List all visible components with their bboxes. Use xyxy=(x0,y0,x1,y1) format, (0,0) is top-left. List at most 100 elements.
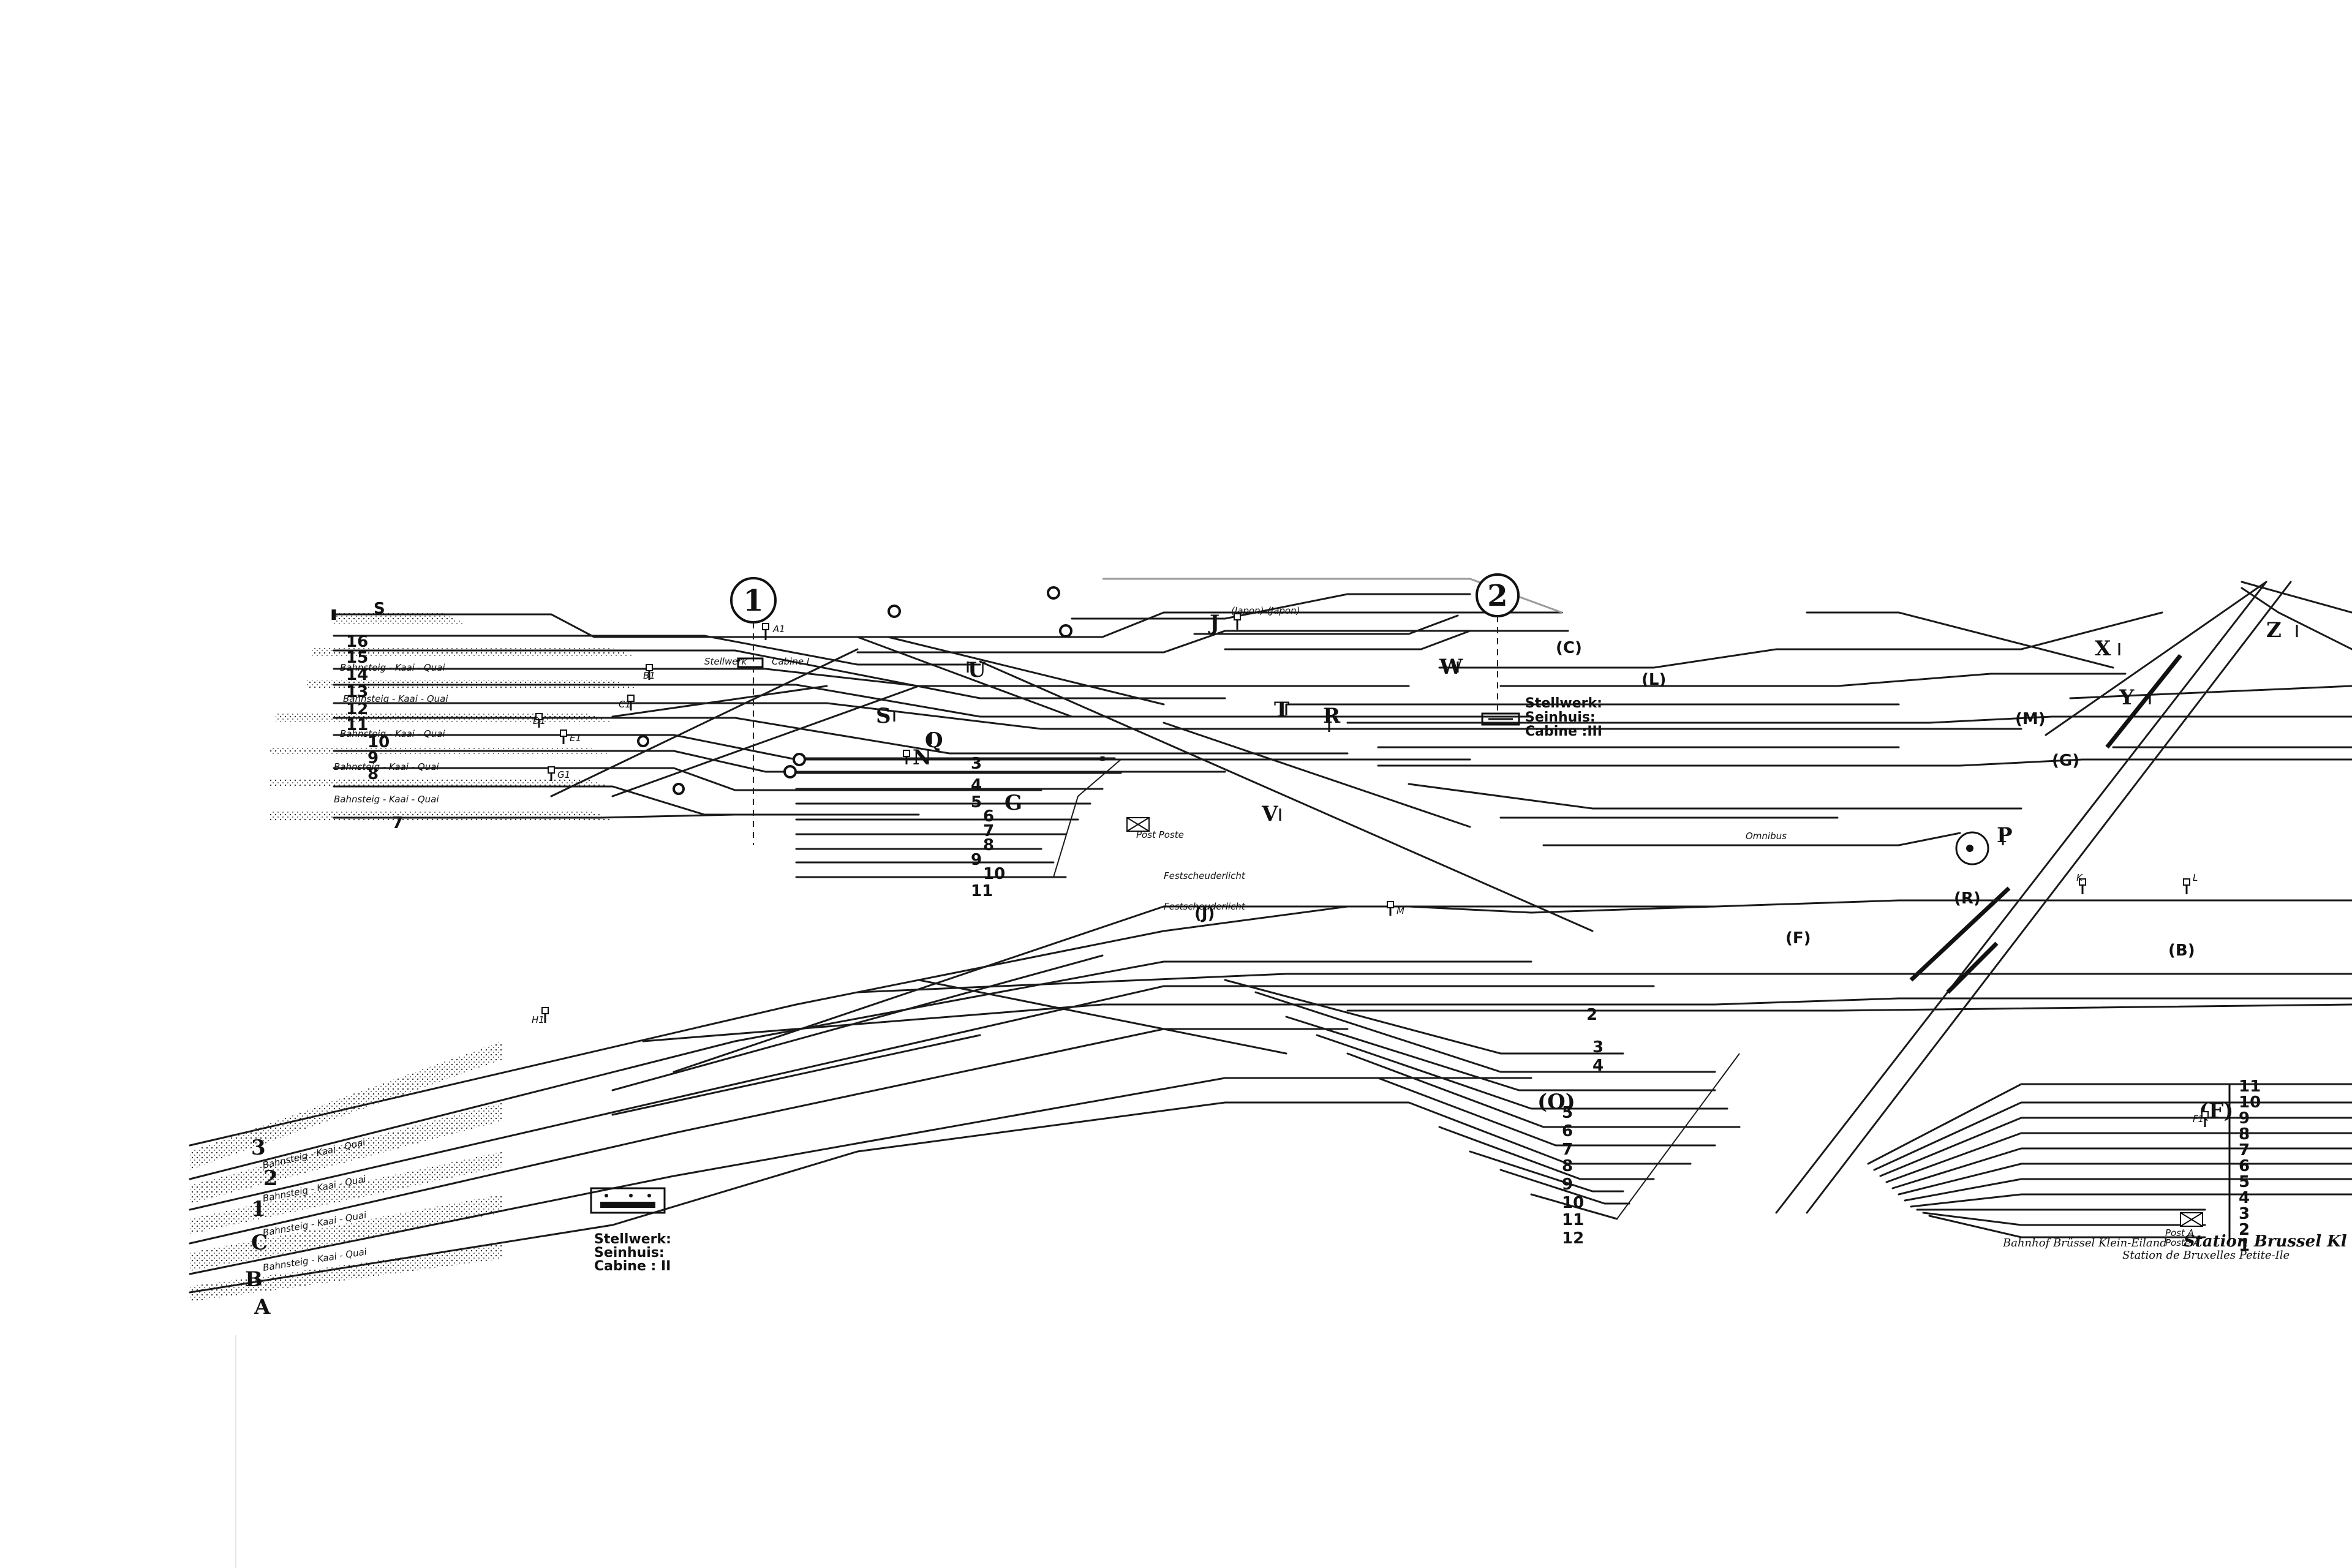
track-label-S: S xyxy=(374,600,385,618)
diag-cross-4 xyxy=(856,636,1073,718)
top-track-1 xyxy=(611,611,1563,638)
lower-yard-label-7: 7 xyxy=(1562,1140,1573,1159)
footer-right-caption: Station Brussel Kl xyxy=(2184,1232,2347,1251)
cabin-3-line-1: Stellwerk: xyxy=(1525,696,1602,711)
lower-yard-7 xyxy=(1377,1077,1716,1147)
festlicht-label: Festscheuderlicht xyxy=(1164,901,1246,912)
track-label-15: 15 xyxy=(346,649,368,667)
lower-yard-4 xyxy=(1285,1016,1716,1091)
route-letter-B: (B) xyxy=(2168,941,2195,960)
line-M xyxy=(1346,715,2352,724)
right-yard-7 xyxy=(1891,1147,2352,1189)
hub-2: 2 xyxy=(1476,573,1520,617)
turntable-label: P xyxy=(1997,823,2013,848)
yard-label-6: 6 xyxy=(983,807,994,826)
lower-label-C: C xyxy=(251,1231,268,1255)
lower-yard-label-6: 6 xyxy=(1562,1122,1573,1140)
track-10 xyxy=(333,734,1471,761)
lower-long-B xyxy=(856,973,2352,993)
track-label-10: 10 xyxy=(368,733,390,752)
upper-yard-labels: 3 4 5 6 7 8 9 10 11 xyxy=(971,755,1005,900)
lower-yard-label-3: 3 xyxy=(1593,1038,1604,1057)
svg-text:L: L xyxy=(2193,872,2198,883)
right-yard-label-3: 3 xyxy=(2239,1205,2250,1223)
signal-Q: Q xyxy=(925,728,943,753)
track-16 xyxy=(333,635,981,666)
top-track-j xyxy=(1193,614,1459,635)
point-lock xyxy=(888,605,901,618)
track-9 xyxy=(333,750,1226,773)
track-label-7: 7 xyxy=(392,814,403,832)
track-8 xyxy=(333,767,1042,791)
point-lock xyxy=(783,765,797,778)
route-letters-upper: (L) (M) (G) (C) xyxy=(1556,639,2079,770)
top-track-j2 xyxy=(1224,630,1471,650)
right-yard-label-5: 5 xyxy=(2239,1173,2250,1191)
turntable: P xyxy=(1955,823,2013,865)
right-yard-label-1: 1 xyxy=(2239,1237,2250,1255)
lower-yard-label-10: 10 xyxy=(1562,1194,1584,1212)
line-mid-4 xyxy=(1542,832,1961,846)
omnibus-label: Omnibus xyxy=(1746,831,1787,842)
platform-caption: Bahnsteig - Kaai - Quai xyxy=(334,794,439,805)
yard-fan xyxy=(1053,759,1121,878)
right-yard-label-8: 8 xyxy=(2239,1125,2250,1144)
cabin-2-line-1: Stellwerk: xyxy=(594,1232,671,1247)
diag-cross-2 xyxy=(611,685,920,797)
lower-yard-label-12: 12 xyxy=(1562,1229,1584,1248)
svg-text:V: V xyxy=(1261,802,1278,826)
svg-text:F1: F1 xyxy=(2193,1114,2204,1125)
hub-1-label: 1 xyxy=(743,584,763,618)
platform-stipple xyxy=(190,1152,502,1234)
platform-stipple xyxy=(190,1194,502,1271)
track-label-8: 8 xyxy=(368,765,379,783)
festlicht-label: Festscheuderlicht xyxy=(1164,870,1246,881)
lower-yard-label-2: 2 xyxy=(1586,1006,1597,1024)
signal-markers: A1 B1 C1 D1 E1 F1 G1 H1 J K L M N Q R S … xyxy=(532,611,2298,1127)
platform-stipple xyxy=(190,1243,502,1302)
lower-yard-fan-end xyxy=(1616,1053,1740,1219)
lower-yard-9 xyxy=(1438,1126,1655,1180)
signal-G1: G1 xyxy=(548,766,570,781)
route-letter-G: (G) xyxy=(2052,752,2079,770)
hub-1: 1 xyxy=(730,577,777,624)
right-yard-label-9: 9 xyxy=(2239,1109,2250,1128)
route-letter-J: (J) xyxy=(1194,905,1215,923)
svg-text:K: K xyxy=(2076,872,2083,883)
svg-text:Y: Y xyxy=(2119,685,2135,710)
route-letters-lower: (R) (F) (B) (J) xyxy=(1194,889,2195,960)
signal-A1: A1 xyxy=(762,623,785,640)
yard-label-5: 5 xyxy=(971,793,982,812)
line-G xyxy=(1377,758,2352,767)
poste-a-label: Poste A xyxy=(2165,1237,2199,1248)
footer-sub-caption: Station de Bruxelles Petite-Ile xyxy=(2122,1249,2290,1262)
heavy-bar-2 xyxy=(1909,886,2011,982)
track-7b xyxy=(333,813,736,819)
right-yard-labels: 11 10 9 8 7 6 5 4 3 2 1 xyxy=(2239,1077,2261,1255)
right-yard-4 xyxy=(1910,1193,2352,1208)
right-yard-2 xyxy=(1922,1212,2206,1226)
right-yard-label-10: 10 xyxy=(2239,1093,2261,1112)
lower-track-2 xyxy=(189,960,1532,1180)
cabin-1: Stellwerk Cabine I xyxy=(704,656,810,668)
point-lock xyxy=(793,753,806,766)
signal-B1: B1 xyxy=(643,664,655,681)
diag-bridge-2 xyxy=(1806,581,2292,1214)
right-yard-label-2: 2 xyxy=(2239,1221,2250,1239)
lower-label-1b: 1 xyxy=(251,1197,266,1221)
yard-label-7: 7 xyxy=(983,822,994,840)
point-lock xyxy=(637,735,649,747)
right-yard-label-4: 4 xyxy=(2239,1189,2250,1207)
lower-track-labels: 3 2 1 1 C B xyxy=(245,1136,278,1319)
footer: Bahnhof Brüssel Klein-Eiland Station Bru… xyxy=(2002,1227,2347,1262)
lower-yard-label-5: 5 xyxy=(1562,1104,1573,1122)
track-12 xyxy=(333,702,2022,730)
cabin-2-line-2: Seinhuis: xyxy=(594,1245,665,1261)
japon-label: (Japon)-(Japon) xyxy=(1231,605,1300,616)
yard-label-8: 8 xyxy=(983,836,994,854)
svg-text:U: U xyxy=(968,658,986,682)
lower-track-3 xyxy=(189,905,1716,1147)
platform-stipple xyxy=(270,812,612,821)
signal-C1: C1 xyxy=(619,695,635,710)
